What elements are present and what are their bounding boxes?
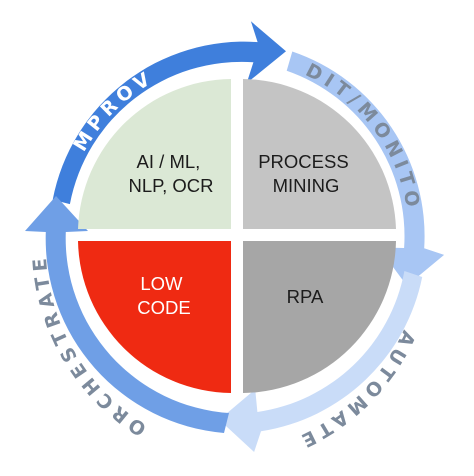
quadrant-process-mining: [243, 79, 396, 229]
cycle-ring: [25, 21, 445, 452]
arrow-automate: [219, 271, 423, 452]
arrow-orchestrate: [25, 196, 229, 433]
quadrant-circle: [78, 79, 396, 393]
quadrant-process-mining-label: PROCESS MINING: [258, 151, 354, 196]
quadrant-rpa-label: RPA: [287, 286, 324, 307]
arrow-improve: [52, 21, 287, 205]
quadrant-low-code-label: LOW CODE: [137, 273, 190, 318]
quadrant-low-code: [78, 241, 231, 393]
arrow-audit-monitor: [286, 51, 445, 286]
quadrant-ai-ml: [78, 79, 231, 229]
quadrant-rpa: [243, 241, 396, 393]
quadrant-ai-ml-label: AI / ML, NLP, OCR: [129, 151, 214, 196]
